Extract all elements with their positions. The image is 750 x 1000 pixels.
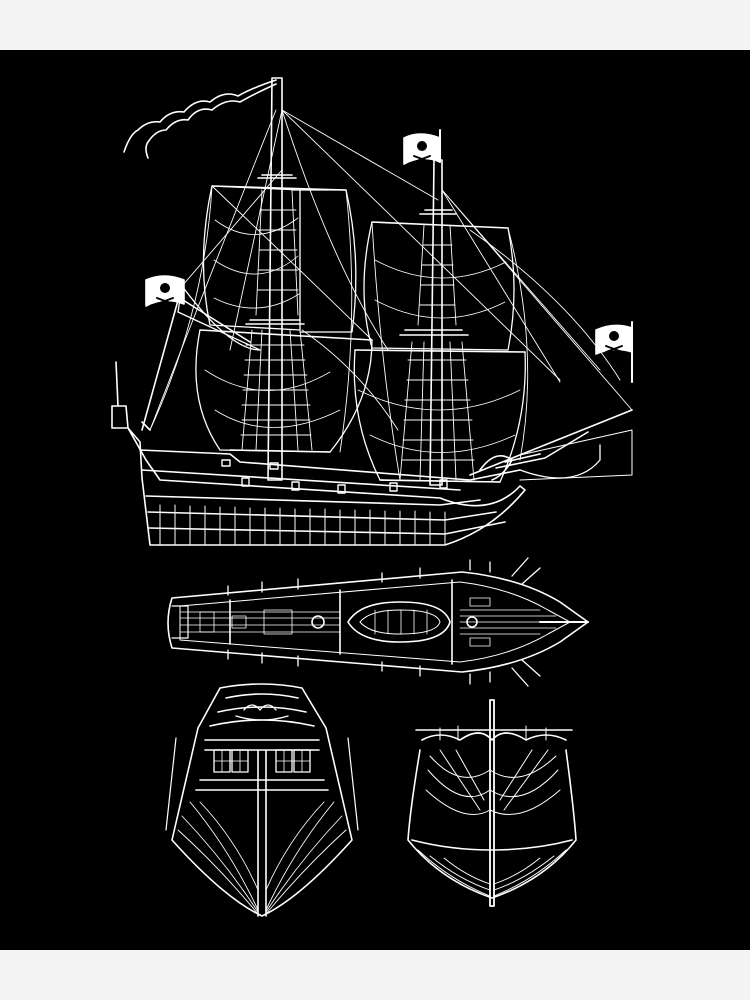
pennant-flag-icon — [123, 79, 277, 159]
main-topsail — [202, 185, 301, 331]
bow-rigging — [425, 749, 561, 815]
gun-ports — [221, 459, 448, 494]
side-hull — [111, 361, 589, 546]
deck-cannons — [227, 557, 541, 687]
deck-outline — [167, 571, 589, 673]
bow-hull-lines — [417, 849, 567, 897]
jolly-roger-flag-icon — [145, 275, 185, 307]
fore-topsail — [363, 221, 515, 351]
mizzen-mast — [141, 285, 251, 431]
fore-course — [353, 349, 526, 483]
rigging — [149, 109, 633, 481]
spritsail — [519, 444, 601, 479]
side-view — [111, 77, 633, 546]
stern-ornament — [235, 704, 289, 721]
bow-view — [407, 699, 577, 907]
stern-hull-lines — [177, 801, 347, 915]
stern-windows — [213, 749, 311, 773]
artwork-background — [0, 50, 750, 950]
longboat — [347, 601, 451, 643]
jolly-roger-flag-icon — [403, 133, 441, 165]
mast-step — [466, 616, 478, 628]
bottom-margin — [0, 950, 750, 1000]
stern-view — [165, 683, 359, 917]
top-view — [167, 557, 589, 687]
hull-planking — [159, 504, 446, 546]
fore-ratlines — [399, 224, 475, 481]
deck-planking — [179, 609, 567, 635]
bowsprit — [469, 409, 633, 476]
bow-figurehead — [479, 431, 589, 481]
top-margin — [0, 0, 750, 50]
jolly-roger-flag-icon — [595, 324, 633, 355]
main-course — [195, 329, 373, 453]
blueprint-svg — [0, 50, 750, 950]
blueprint-artwork — [0, 50, 750, 950]
mast-step — [311, 615, 325, 629]
stern-lantern — [111, 361, 129, 429]
